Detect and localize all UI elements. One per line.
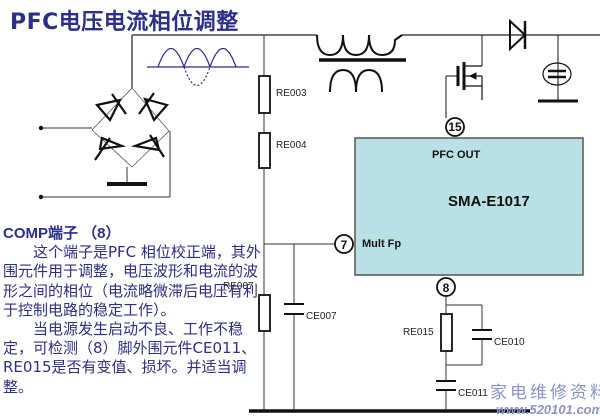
ce007-label: CE007 [306,311,337,322]
pin-15: 15 [445,117,465,137]
inductor-icon [316,34,406,93]
resistor-re007: RE007 [223,281,271,332]
re015-label: RE015 [403,327,434,338]
ce011-label: CE011 [458,388,488,399]
output-capacitor-icon [538,35,578,103]
mosfet-icon [445,35,483,118]
comp-network [445,296,483,410]
description-paragraph-2: 当电源发生启动不良、工作不稳定，可检测（8）脚外围元件CE011、RE015是否… [3,320,257,396]
description-text: COMP端子 （8） 这个端子是PFC 相位校正端，其外围元件用于调整，电压波形… [3,224,265,397]
watermark-name: 家电维修资料网 [490,383,600,403]
pin15-number: 15 [448,120,462,134]
rectified-wave-icon [147,47,249,87]
capacitor-ce007: CE007 [284,303,337,322]
divider-branch [263,35,334,410]
re004-label: RE004 [276,140,307,151]
resistor-re003: RE003 [258,75,307,114]
resistor-re015: RE015 [403,313,453,352]
bridge-rectifier-icon [38,87,171,200]
pin8-number: 8 [443,281,450,295]
description-paragraph-1: 这个端子是PFC 相位校正端，其外围元件用于调整，电压波形和电流的波形之间的相位… [3,243,261,319]
page-title: PFC电压电流相位调整 [10,10,239,35]
ce010-label: CE010 [494,337,525,348]
watermark-url: www.520101.com [496,402,600,417]
pin7-number: 7 [341,238,348,252]
pin7-label: Mult Fp [362,238,401,250]
top-rail [131,34,600,88]
pin15-label: PFC OUT [432,149,481,161]
resistor-re004: RE004 [258,132,307,169]
watermark: 家电维修资料网 www.520101.com [490,383,600,417]
capacitor-ce011: CE011 [436,380,488,399]
capacitor-ce010: CE010 [472,329,525,348]
chip-sma-e1017: PFC OUT SMA-E1017 Mult Fp [354,137,584,276]
pin-8: 8 [436,277,456,297]
re007-label: RE007 [223,281,254,292]
output-diode-icon [509,18,527,52]
re003-label: RE003 [276,88,307,99]
description-heading: COMP端子 （8） [3,225,121,242]
pin-7: 7 [334,234,354,254]
chip-name: SMA-E1017 [448,193,530,210]
